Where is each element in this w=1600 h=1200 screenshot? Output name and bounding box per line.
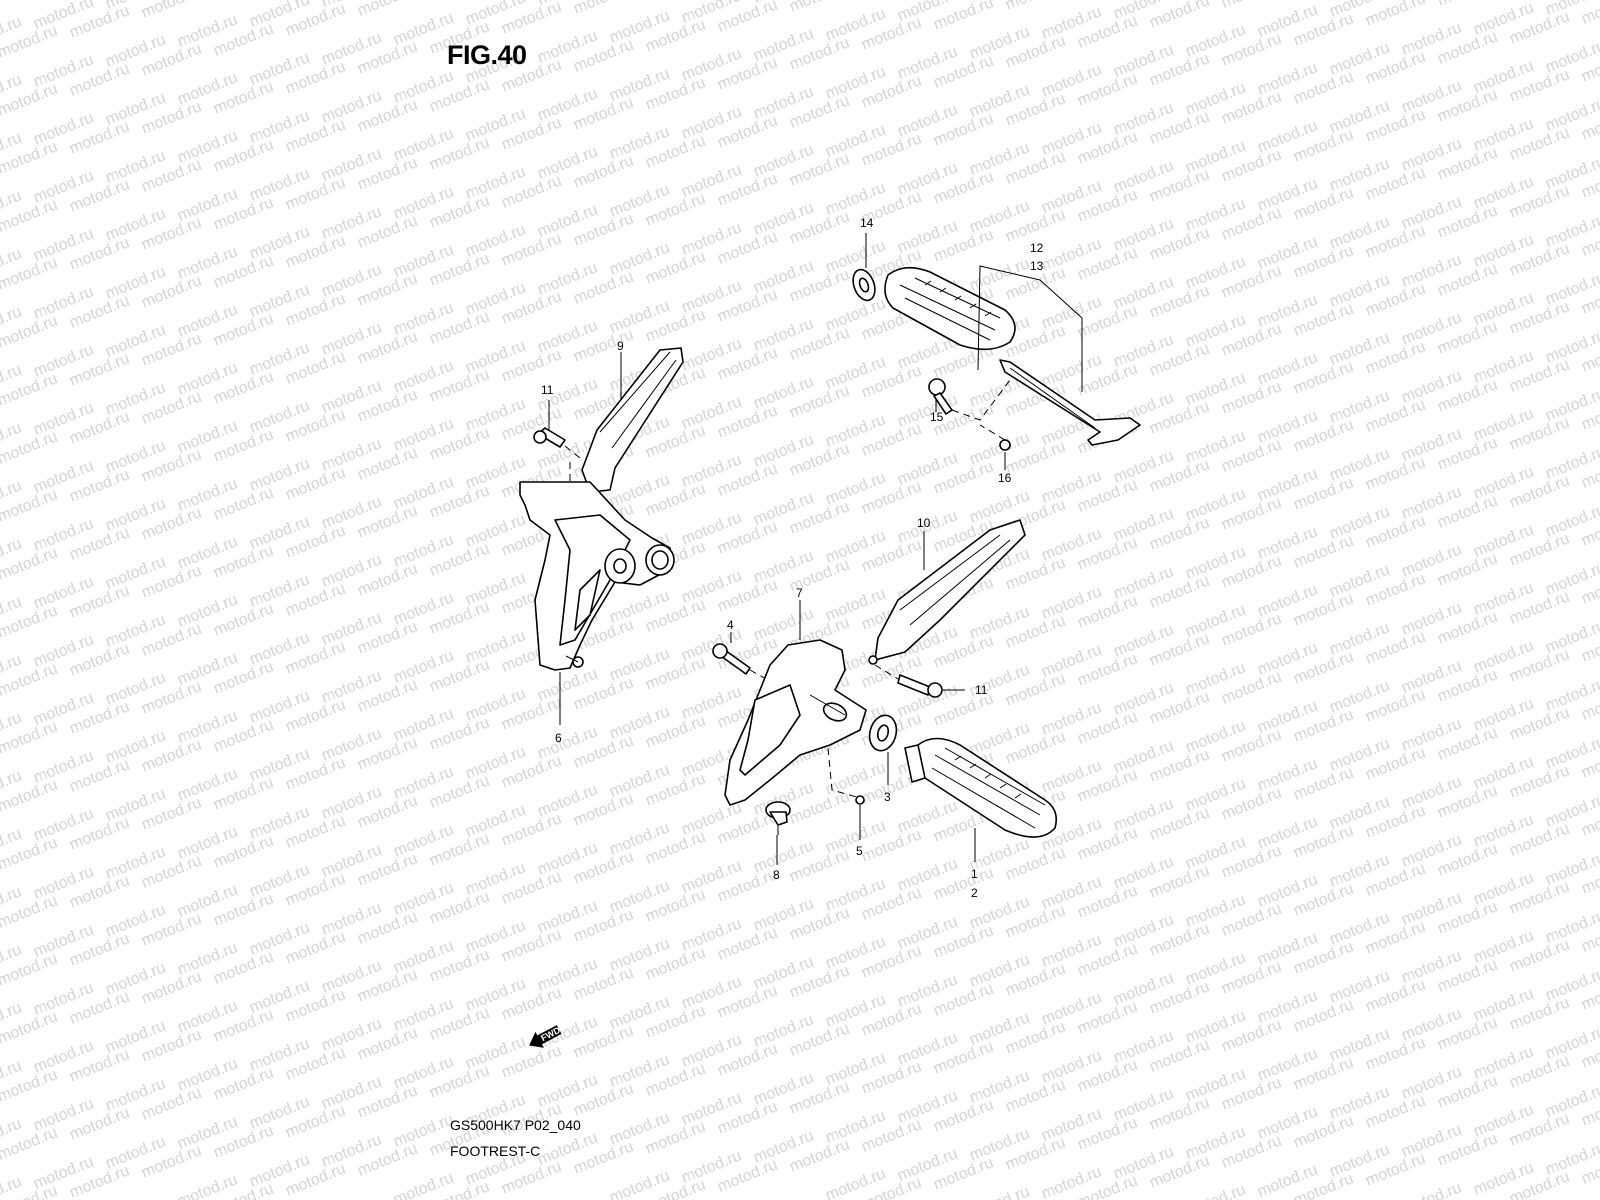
callout-14: 14 [860,216,874,230]
watermark-text: motod.ru [967,1183,1032,1200]
callout-9: 9 [617,339,624,353]
callout-6: 6 [555,731,562,745]
figure-code: GS500HK7 P02_040 [450,1117,581,1133]
watermark-text: motod.ru [1435,0,1500,10]
watermark-text: motod.ru [787,0,852,16]
callout-4: 4 [727,618,734,632]
watermark-text: motod.ru [1183,1181,1248,1200]
callout-11b: 11 [975,683,988,697]
callout-10: 10 [917,516,931,530]
watermark-text: motod.ru [355,0,420,20]
watermark-text: motod.ru [1219,0,1284,12]
callout-7: 7 [796,586,803,600]
watermark-text: motod.ru [0,0,60,4]
watermark-text: motod.ru [139,0,204,22]
callout-16: 16 [998,471,1012,485]
watermark-text: motod.ru [211,0,276,2]
figure-title: FIG.40 [447,40,527,70]
callout-11a: 11 [541,383,554,397]
callout-13: 13 [1030,259,1044,273]
callout-1: 1 [971,867,978,881]
watermark-text: motod.ru [1003,0,1068,14]
callout-15: 15 [930,410,944,424]
callout-8: 8 [773,868,780,882]
watermark-text: motod.ru [1399,1179,1464,1200]
callout-3: 3 [884,790,891,804]
callout-5: 5 [856,844,863,858]
watermark-text: motod.ru [571,0,636,18]
callout-12: 12 [1030,241,1044,255]
callout-2: 2 [971,886,978,900]
figure-name: FOOTREST-C [450,1143,541,1159]
